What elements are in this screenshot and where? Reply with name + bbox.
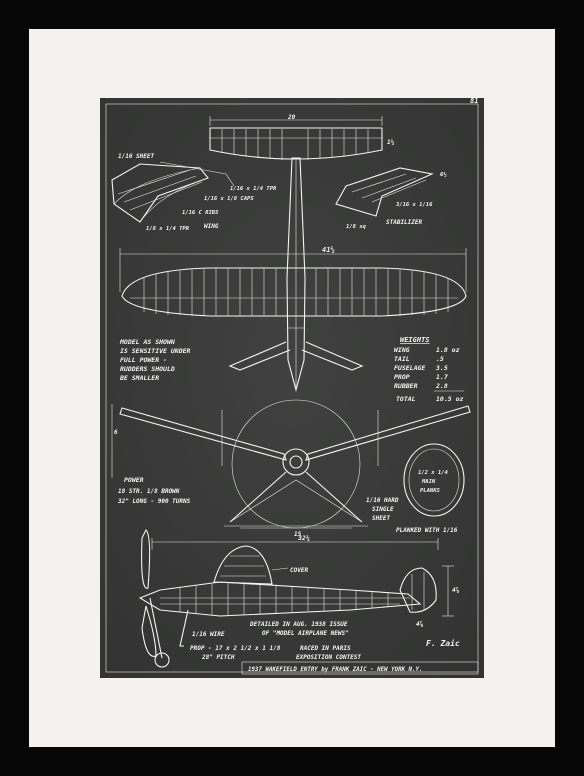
stabilizer-detail: 6½ 3/16 x 1/16 1/8 sq STABILIZER <box>335 167 447 230</box>
hard-sheet-3: SHEET <box>372 515 390 522</box>
title-line: 1937 WAKEFIELD ENTRY by FRANK ZAIC - NEW… <box>248 667 423 673</box>
outer-border <box>105 103 479 673</box>
chalkboard-background <box>100 98 484 678</box>
stab-size-a: 3/16 x 1/16 <box>395 202 433 208</box>
wing-caps-label: 1/16 x 1/8 CAPS <box>204 196 254 202</box>
front-view: 6 15 <box>111 399 471 538</box>
hard-sheet-2: SINGLE <box>372 506 394 513</box>
planks-main: MAIN <box>421 479 436 485</box>
prop-line-2: 28" PITCH <box>201 654 235 661</box>
wing-sheet-label: 1/16 SHEET <box>118 153 155 160</box>
hard-sheet-1: 1/16 HARD <box>366 497 399 504</box>
detailed-line-1: DETAILED IN AUG. 1938 ISSUE <box>249 621 348 628</box>
designer-signature: F. Zaic <box>426 638 460 648</box>
fuselage-cross-section: 1/2 x 1/4 MAIN PLANKS 1/16 HARD SINGLE S… <box>366 443 465 534</box>
weights-title: WEIGHTS <box>400 336 430 344</box>
wing-detail-title: WING <box>204 223 219 230</box>
main-wing-top-view: 41½ <box>119 246 467 371</box>
cover-label: COVER <box>290 567 308 574</box>
weights-row-tail-value: .5 <box>436 355 444 363</box>
weights-row-rubber-value: 2.8 <box>435 382 448 390</box>
wing-ribs <box>143 268 449 316</box>
sensitivity-note: MODEL AS SHOWN IS SENSITIVE UNDER FULL P… <box>119 338 191 382</box>
weights-table: WEIGHTS WING 1.8 oz TAIL .5 FUSELAGE 3.5… <box>394 336 464 403</box>
power-strands: 18 STR. 1/8 BROWN <box>118 488 180 495</box>
weights-row-rubber-item: RUBBER <box>394 382 418 390</box>
weights-row-prop-item: PROP <box>394 373 410 381</box>
weights-row-fuselage-item: FUSELAGE <box>394 364 425 372</box>
wing-tpr-label: 1/16 x 1/4 TPR <box>230 186 277 192</box>
detailed-line-2: OF "MODEL AIRPLANE NEWS" <box>262 630 349 637</box>
wing-rib-detail: 1/16 SHEET 1/16 x 1/4 TPR 1/16 x 1/8 CAP… <box>111 153 277 232</box>
wing-bottom-tpr-label: 1/8 x 1/4 TPR <box>146 226 190 232</box>
fin-height-dim: 4⅞ <box>452 587 460 594</box>
raced-line-1: RACED IN PARIS <box>300 645 351 652</box>
planked-note: PLANKED WITH 1/16 <box>396 527 458 534</box>
weights-row-fuselage-value: 3.5 <box>435 364 448 372</box>
weights-row-total-value: 10.5 oz <box>436 395 463 403</box>
title-block: 1937 WAKEFIELD ENTRY by FRANK ZAIC - NEW… <box>241 661 479 675</box>
note-line-2: IS SENSITIVE UNDER <box>120 347 191 355</box>
side-length-dim: 32¼ <box>297 534 310 542</box>
blueprint-artwork: 81 20 1¼ 1/16 SHEET 1/16 x 1/4 TPR <box>100 98 484 678</box>
planks-word: PLANKS <box>420 488 441 494</box>
wing-ribs-label: 1/16 C RIBS <box>182 210 219 216</box>
tail-top-view: 20 1¼ <box>209 114 395 160</box>
fuselage-top-view <box>286 157 306 393</box>
wire-note: 1/16 WIRE <box>192 631 225 638</box>
raced-line-2: EXPOSITION CONTEST <box>296 654 361 661</box>
note-line-1: MODEL AS SHOWN <box>119 338 175 346</box>
planks-size: 1/2 x 1/4 <box>418 470 448 476</box>
side-view: 32¼ COVER 4⅞ 4⅞ <box>138 529 460 668</box>
note-line-5: BE SMALLER <box>119 374 159 382</box>
weights-row-prop-value: 1.7 <box>436 373 448 381</box>
blueprint-drawing: 81 20 1¼ 1/16 SHEET 1/16 x 1/4 TPR <box>100 98 484 678</box>
fin-dim: 4⅞ <box>416 621 424 628</box>
power-note: POWER 18 STR. 1/8 BROWN 32" LONG - 900 T… <box>117 476 191 505</box>
wing-span-dim: 41½ <box>322 246 335 254</box>
page-number: 81 <box>470 98 478 105</box>
note-line-4: RUDDERS SHOULD <box>120 365 175 373</box>
weights-row-tail-item: TAIL <box>394 355 410 363</box>
bottom-notes: 1/16 WIRE PROP - 17 x 2 1/2 x 1 1/8 28" … <box>190 621 460 661</box>
stabilizer-label: STABILIZER <box>386 219 423 226</box>
stab-size-b: 1/8 sq <box>346 224 367 230</box>
stab-dim-a: 1¼ <box>387 139 395 146</box>
note-line-3: FULL POWER - <box>120 356 167 364</box>
prop-line-1: PROP - 17 x 2 1/2 x 1 1/8 <box>190 645 281 652</box>
hub-dim: 15 <box>294 531 302 538</box>
weights-row-wing-item: WING <box>394 346 410 354</box>
power-length: 32" LONG - 900 TURNS <box>117 498 191 505</box>
weights-row-wing-value: 1.8 oz <box>436 346 460 354</box>
stab-dim-b: 6½ <box>440 171 447 178</box>
tail-span-dim: 20 <box>287 114 296 121</box>
weights-row-total-item: TOTAL <box>396 395 416 403</box>
power-title: POWER <box>124 476 144 484</box>
front-height-dim: 6 <box>114 429 118 436</box>
